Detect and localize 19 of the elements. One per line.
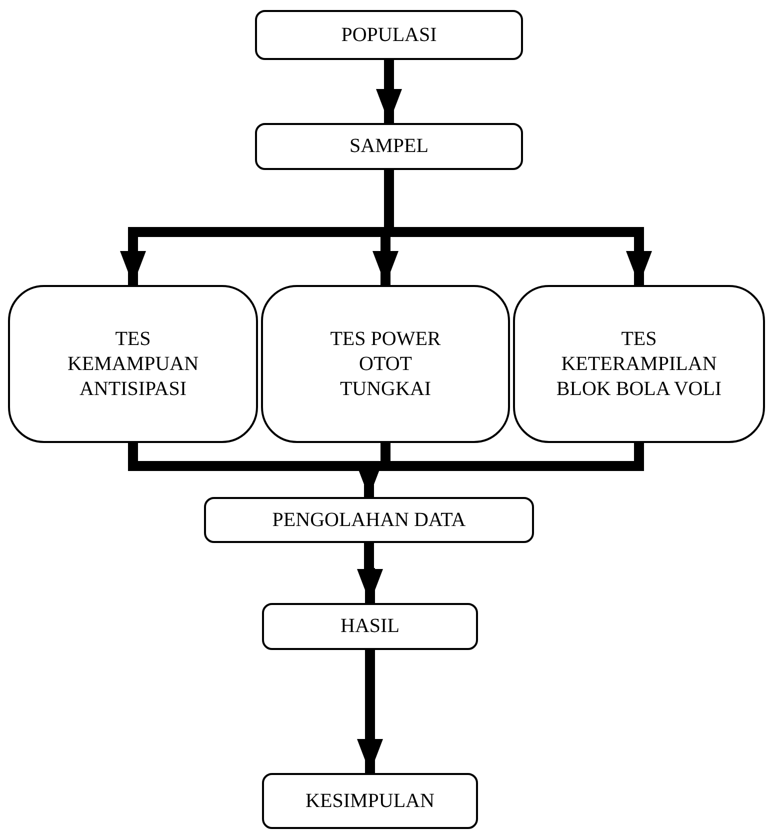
box-label: SAMPEL xyxy=(350,134,428,159)
box-label: KESIMPULAN xyxy=(306,788,434,814)
process-box xyxy=(262,603,478,650)
box-label: PENGOLAHAN DATA xyxy=(272,508,466,532)
box-label: TES KETERAMPILAN BLOK BOLA VOLI xyxy=(555,326,723,402)
box-label: TES POWER OTOT TUNGKAI xyxy=(329,326,442,402)
process-box xyxy=(513,285,765,443)
process-box xyxy=(255,123,523,170)
box-label: HASIL xyxy=(340,614,400,639)
arrow xyxy=(376,60,402,123)
process-box xyxy=(261,285,510,443)
process-box xyxy=(262,773,478,829)
arrow xyxy=(357,650,383,773)
arrow xyxy=(357,543,383,603)
process-box xyxy=(204,497,534,543)
process-box xyxy=(255,10,523,60)
process-box xyxy=(8,285,258,443)
box-label: TES KEMAMPUAN ANTISIPASI xyxy=(66,326,200,402)
box-label: POPULASI xyxy=(341,22,437,48)
